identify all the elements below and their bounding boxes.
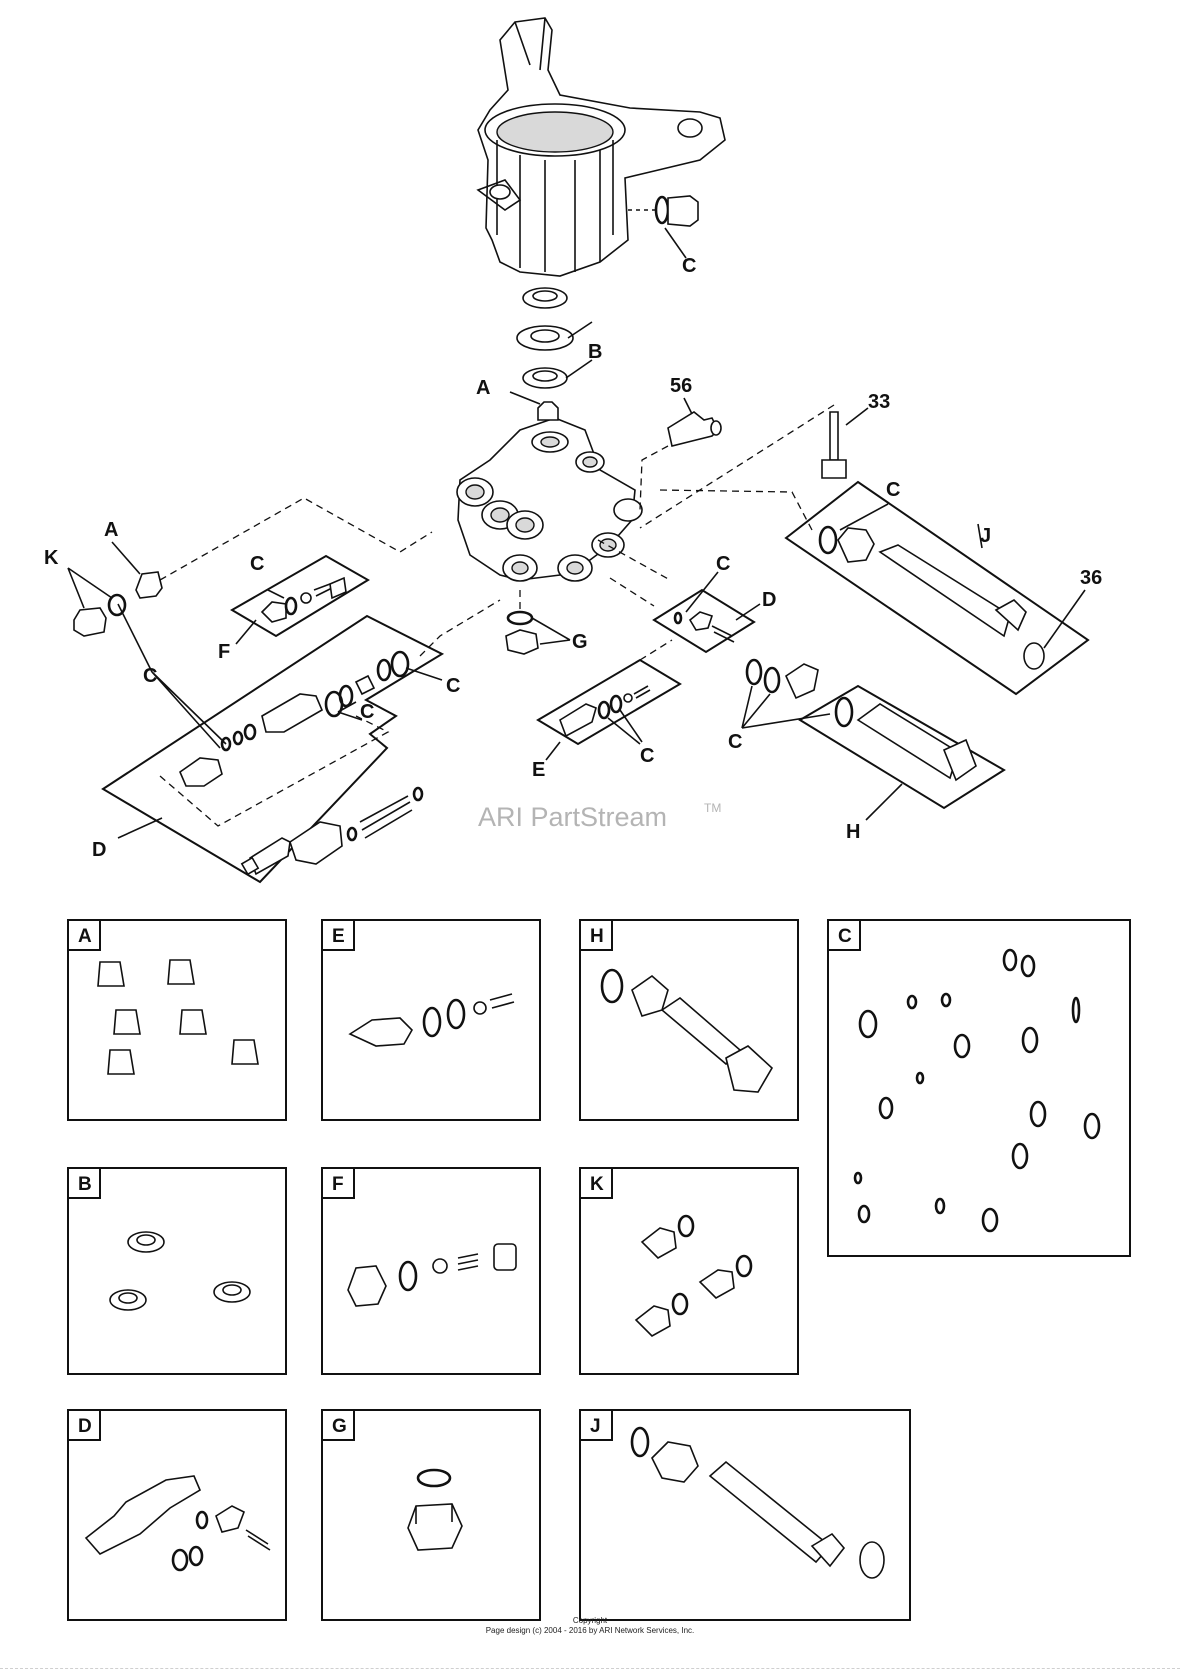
callout-a-left: A	[104, 519, 118, 541]
callout-56: 56	[670, 375, 692, 397]
callout-c-d2: C	[360, 701, 374, 723]
watermark: ARI PartStream	[478, 802, 667, 832]
callout-j: J	[980, 525, 991, 547]
bottom-divider	[0, 1668, 1180, 1669]
callout-c-rd: C	[716, 553, 730, 575]
seal-stack[interactable]	[516, 287, 574, 389]
kit-e-outline	[536, 658, 682, 746]
callout-a-top: A	[476, 377, 490, 399]
kit-h-parts[interactable]	[745, 658, 977, 782]
callout-c-h: C	[728, 731, 742, 753]
callout-c-f: C	[250, 553, 264, 575]
kit-d-outline	[101, 614, 445, 884]
callout-k: K	[44, 547, 59, 569]
callout-c-housing: C	[682, 255, 696, 277]
housing-plug[interactable]	[628, 195, 699, 227]
callout-c-left: C	[143, 665, 157, 687]
callout-c-d1: C	[446, 675, 460, 697]
page-design-credit: Page design (c) 2004 - 2016 by ARI Netwo…	[485, 1626, 695, 1635]
callout-g: G	[572, 631, 588, 653]
kit-e-parts[interactable]	[559, 685, 651, 738]
kit-panel-a-label: A	[78, 926, 92, 947]
kit-panel-b[interactable]: B	[67, 1167, 287, 1375]
kit-d-right-parts[interactable]	[673, 611, 735, 643]
plug-k[interactable]	[73, 593, 127, 637]
kit-panel-h[interactable]: H	[579, 919, 799, 1121]
kit-panel-c[interactable]: C	[827, 919, 1131, 1257]
copyright-label: Copyright	[572, 1616, 608, 1625]
kit-panel-e-label: E	[332, 926, 345, 947]
kit-f-parts[interactable]	[260, 576, 347, 623]
kit-d-parts[interactable]	[179, 650, 424, 876]
kit-panel-d[interactable]: D	[67, 1409, 287, 1621]
fitting-56[interactable]	[667, 411, 722, 447]
kit-panel-g-label: G	[332, 1416, 347, 1437]
callout-d-right: D	[762, 589, 776, 611]
kit-panel-h-label: H	[590, 926, 604, 947]
kit-panel-d-label: D	[78, 1416, 92, 1437]
callout-b: B	[588, 341, 602, 363]
callout-h: H	[846, 821, 860, 843]
pump-manifold[interactable]	[456, 417, 643, 582]
kit-panel-k-label: K	[590, 1174, 604, 1195]
kit-j-parts[interactable]	[818, 525, 1045, 670]
callout-d-left: D	[92, 839, 106, 861]
kit-panel-a[interactable]: A	[67, 919, 287, 1121]
pump-housing[interactable]	[476, 17, 726, 277]
kit-panel-c-label: C	[838, 926, 852, 947]
kit-panel-f-label: F	[332, 1174, 344, 1195]
callout-36: 36	[1080, 567, 1102, 589]
valve-a-top[interactable]	[537, 401, 559, 421]
kit-panel-j-label: J	[590, 1416, 601, 1437]
callout-c-e: C	[640, 745, 654, 767]
kit-panel-k[interactable]: K	[579, 1167, 799, 1375]
watermark-tm: TM	[704, 801, 721, 815]
callout-33: 33	[868, 391, 890, 413]
copyright-notice: Copyright Page design (c) 2004 - 2016 by…	[0, 1616, 1180, 1636]
kit-panel-g[interactable]: G	[321, 1409, 541, 1621]
callout-e: E	[532, 759, 545, 781]
callout-f: F	[218, 641, 230, 663]
kit-panel-b-label: B	[78, 1174, 92, 1195]
callout-c-right: C	[886, 479, 900, 501]
kit-panel-f[interactable]: F	[321, 1167, 541, 1375]
valve-a-left[interactable]	[135, 571, 163, 599]
kit-panel-j[interactable]: J	[579, 1409, 911, 1621]
bolt-33[interactable]	[821, 411, 847, 479]
kit-panel-e[interactable]: E	[321, 919, 541, 1121]
